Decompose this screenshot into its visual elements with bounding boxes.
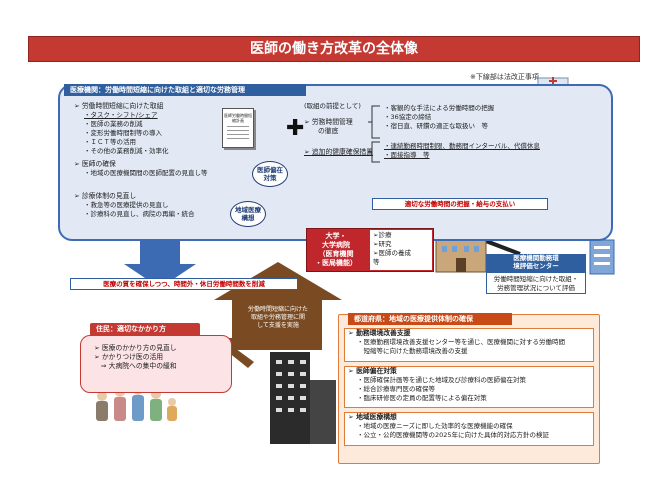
premise-label: (取組の前提として) [304,102,361,110]
block1-item: ・ＩＣＴ等の活用 [84,138,136,146]
block1-item: ・変形労働時間制等の導入 [84,129,162,137]
evaluation-center-title: 医療機関勤務環境評価センター [486,254,586,272]
university-item: ➢診療 [373,231,392,239]
evaluation-center-desc: 労働時間短縮に向けた取組・労務管理状況について評価 [486,272,586,294]
page-title: 医師の働き方改革の全体像 [28,36,640,62]
block1-title: ➢ 労働時間短縮に向けた取組 [74,102,164,110]
university-item: 等 [373,258,380,266]
block3-item: ・診療科の見直し、病院の再編・統合 [84,210,195,218]
university-item: ➢研究 [373,240,392,248]
bracket-icon [368,105,380,163]
block3-item: ・救急等の医療提供の見直し [84,201,169,209]
medical-institutions-box [58,84,613,241]
block2-item: ・地域の医療機関間の医師配置の見直し等 [84,169,208,177]
pref-section-title: ➢ 地域医療構想 [348,413,397,421]
block1-item: ・その他の業務削減・効率化 [84,147,169,155]
plus-icon: ✚ [286,116,305,141]
pay-banner: 適切な労働時間の把握・給与の支払い [372,198,548,210]
legal-note: ※下線部は法改正事項 [470,73,539,81]
mgmt-item: ・客観的な手法による労働時間の把握 [384,104,495,112]
mgmt-label: ➢ 労務時間管理 [304,118,353,126]
block2-title: ➢ 医師の確保 [74,160,116,168]
pref-section-maldistribution: ➢ 医師偏在対策 ・医師確保計画等を通じた地域及び診療科の医師偏在対策 ・総合診… [344,366,594,408]
evaluation-center-building-icon [589,239,615,275]
medical-header: 医療機関：労働時間短縮に向けた取組と適切な労務管理 [64,84,306,96]
residents-box [80,335,232,393]
shortening-plan-document-icon: 医師労働時間短縮計画 [222,108,254,148]
university-list: ➢診療 ➢研究 ➢医師の養成 等 [370,230,432,270]
residents-list: ➢ 医療のかかり方の見直し ➢ かかりつけ医の活用 ⇒ 大病院への集中の緩和 [94,344,177,371]
support-label: 労働時間短縮に向けた 取組や労務管理に関 して支援を実施 [247,306,308,329]
prefecture-header: 都道府県：地域の医療提供体制の確保 [348,313,512,325]
residents-item: ➢ 医療のかかり方の見直し [94,344,177,352]
university-title: 大学・ 大学病院 （医育機関 ・医局機能） [315,232,357,267]
residents-item: ➢ かかりつけ医の活用 [94,353,164,361]
mgmt-items: ・客観的な手法による労働時間の把握 ・36協定の締結 ・宿日直、研鑽の適正な取扱… [384,104,494,131]
block1-item: ・医師の業務の削減 [84,120,143,128]
pref-section-regional: ➢ 地域医療構想 ・地域の医療ニーズに即した効率的な医療機能の確保 ・公立・公的… [344,412,594,446]
health-item: ・面接指導 等 [384,151,430,159]
block1-item: ・タスク・シフト/シェア [84,111,158,119]
circle-regional-vision: 地域医療構想 [230,201,266,227]
mgmt-item: ・宿日直、研鑽の適正な取扱い 等 [384,122,488,130]
block1-list: ・タスク・シフト/シェア ・医師の業務の削減 ・変形労働時間制等の導入 ・ＩＣＴ… [84,111,169,156]
pref-section-support: ➢ 勤務環境改善支援 ・医療勤務環境改善支援センター等を通じ、医療機関に対する労… [344,328,594,362]
prefecture-office-icon [270,352,336,444]
mgmt-label-2: の徹底 [318,127,339,135]
university-item: ➢医師の養成 [373,249,411,257]
residents-header: 住民：適切なかかり方 [90,323,200,336]
quality-banner: 医療の質を確保しつつ、時間外・休日労働時間数を削減 [70,278,298,290]
pref-section-title: ➢ 勤務環境改善支援 [348,329,411,337]
health-items: ・連続勤務時間制限、勤務間インターバル、代償休息 ・面接指導 等 [384,142,540,160]
circle-maldistribution: 医師偏在対策 [252,161,288,187]
block3-title: ➢ 診療体制の見直し [74,192,137,200]
down-arrow-left [124,240,196,288]
health-item: ・連続勤務時間制限、勤務間インターバル、代償休息 [384,142,540,150]
doc-title: 医師労働時間短縮計画 [224,113,252,123]
block3-list: ・救急等の医療提供の見直し ・診療科の見直し、病院の再編・統合 [84,201,195,219]
health-label: ➢ 追加的健康確保措置 [304,148,374,156]
mgmt-item: ・36協定の締結 [384,113,432,121]
pref-section-title: ➢ 医師偏在対策 [348,367,397,375]
residents-item: ⇒ 大病院への集中の緩和 [94,362,177,370]
